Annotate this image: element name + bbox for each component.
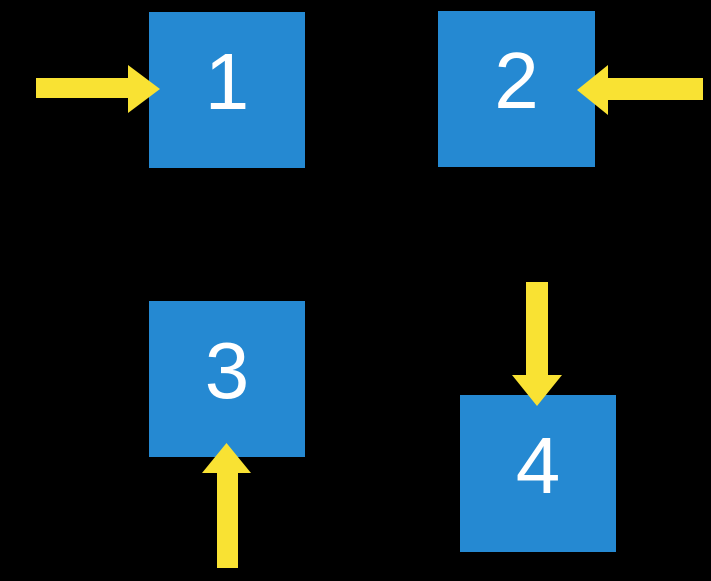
arrow-right-shape xyxy=(36,65,160,113)
box-2: 2 xyxy=(438,11,595,167)
box-1: 1 xyxy=(149,12,305,168)
arrow-up-shape xyxy=(202,443,251,568)
arrow-down-shape xyxy=(512,282,562,406)
box-1-label: 1 xyxy=(204,37,250,126)
box-4: 4 xyxy=(460,395,616,552)
box-2-label: 2 xyxy=(494,36,539,125)
arrow-left-shape xyxy=(577,65,703,115)
arrow-right-icon xyxy=(36,65,160,113)
box-4-label: 4 xyxy=(515,420,561,510)
arrow-up-icon xyxy=(202,443,251,568)
box-3-label: 3 xyxy=(204,326,250,415)
arrow-down-icon xyxy=(512,282,562,406)
box-3: 3 xyxy=(149,301,305,457)
arrow-left-icon xyxy=(577,65,703,115)
